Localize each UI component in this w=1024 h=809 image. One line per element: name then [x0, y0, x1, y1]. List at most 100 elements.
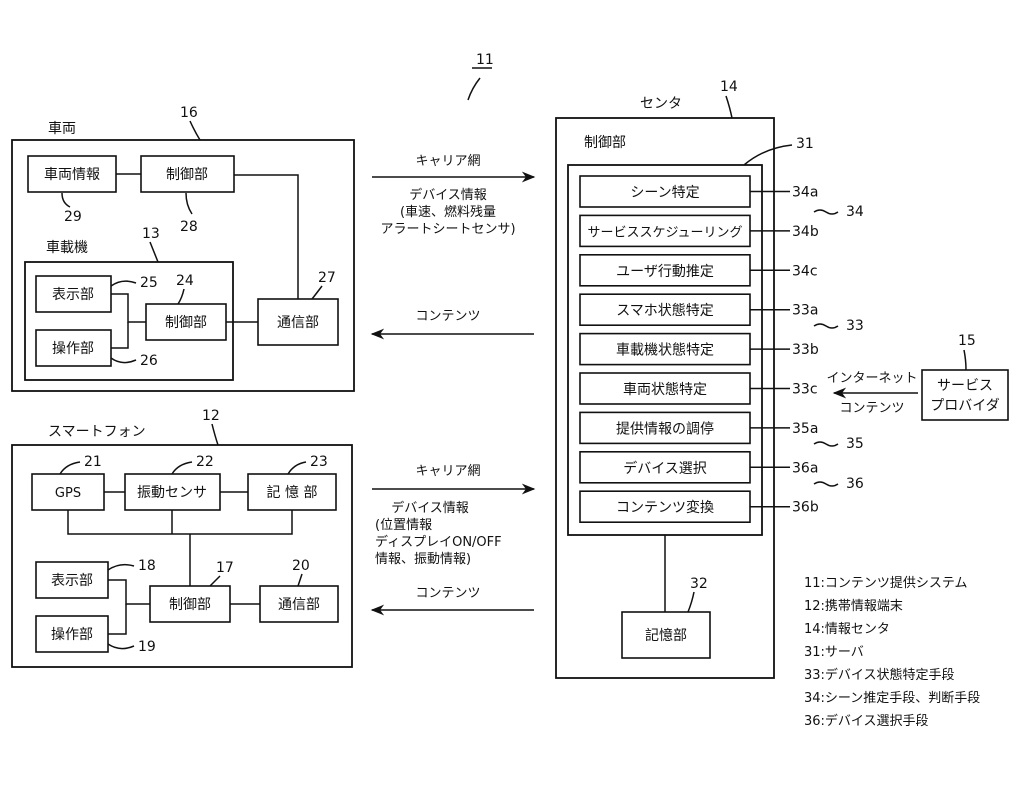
phone-control-box: [149, 585, 231, 623]
module-number: 33c: [792, 382, 818, 398]
module-number: 35a: [792, 421, 818, 437]
legend-item: 11:コンテンツ提供システム: [804, 575, 968, 591]
phone-operation-leader: [107, 643, 135, 650]
center-storage-leader: [687, 591, 695, 613]
module-number: 33b: [792, 342, 819, 358]
content-bottom-label: コンテンツ: [415, 586, 480, 601]
group-leader: [813, 209, 839, 215]
center-number: 14: [720, 79, 738, 95]
phone-operation-label: 操作部: [51, 627, 93, 643]
vehicle-comm-leader: [311, 285, 323, 300]
legend-item: 14:情報センタ: [804, 622, 890, 637]
onboard-number: 13: [142, 226, 160, 242]
links-group: キャリア網 デバイス情報 (車速、燃料残量 アラートシートセンサ) コンテンツ …: [370, 154, 918, 616]
group-number: 34: [846, 204, 864, 220]
phone-storage-leader: [287, 461, 307, 475]
onboard-title: 車載機: [46, 239, 88, 256]
vehicle-number-leader: [189, 120, 201, 141]
vibration-label: 振動センサ: [137, 485, 207, 501]
vehicle-control-to-comm: [234, 174, 299, 299]
carrier-bottom-label: キャリア網: [415, 464, 480, 479]
carrier-top-label: キャリア網: [415, 154, 480, 169]
device-info-top-line1: デバイス情報: [409, 187, 487, 203]
phone-storage-label: 記 憶 部: [267, 484, 318, 501]
gps-number: 21: [84, 454, 102, 470]
content-top-label: コンテンツ: [415, 309, 480, 324]
smartphone-group: スマートフォン 12 GPS 21 振動センサ 22 記 憶 部 23 表示部 …: [11, 408, 353, 668]
internet-label: インターネット: [826, 371, 917, 386]
phone-comm-leader: [297, 573, 303, 587]
center-number-leader: [725, 95, 733, 119]
gps-leader: [59, 461, 81, 475]
center-storage-label: 記憶部: [645, 627, 687, 644]
device-info-bottom-line1: デバイス情報: [391, 500, 469, 516]
device-info-bottom-line2: (位置情報: [375, 518, 432, 533]
module-box: [579, 450, 751, 484]
provider-label-line2: プロバイダ: [930, 398, 999, 414]
vehicle-comm-box: [257, 298, 339, 346]
module-number: 34a: [792, 185, 818, 201]
vehicle-info-number: 29: [64, 209, 82, 225]
provider-group: サービス プロバイダ 15: [921, 333, 1009, 421]
onboard-display-leader: [110, 280, 137, 287]
center-control-number: 31: [796, 136, 814, 152]
phone-comm-label: 通信部: [278, 597, 320, 613]
legend-item: 36:デバイス選択手段: [804, 713, 929, 729]
vehicle-group: 車両 16 車両情報 29 制御部 28 車載機 13 表示部 25 操作部 2…: [11, 105, 355, 392]
center-storage-box: [621, 611, 711, 659]
phone-operation-to-control: [108, 604, 127, 635]
onboard-control-number: 24: [176, 273, 194, 289]
smartphone-number: 12: [202, 408, 220, 424]
legend-item: 31:サーバ: [804, 645, 864, 660]
group-number: 36: [846, 476, 864, 492]
system-number: 11: [476, 52, 494, 68]
onboard-display-to-control: [111, 293, 146, 323]
center-frame: [555, 117, 775, 679]
vehicle-info-label: 車両情報: [44, 166, 100, 183]
phone-control-leader: [209, 575, 221, 587]
phone-display-leader: [107, 563, 135, 571]
vehicle-info-leader: [61, 192, 71, 208]
legend: 11:コンテンツ提供システム 12:携帯情報端末 14:情報センタ 31:サーバ 33:…: [804, 575, 980, 729]
onboard-frame: [24, 261, 234, 381]
legend-item: 34:シーン推定手段、判断手段: [804, 691, 980, 706]
onboard-display-number: 25: [140, 275, 158, 291]
center-storage-number: 32: [690, 576, 708, 592]
smartphone-frame: [11, 444, 353, 668]
legend-item: 33:デバイス状態特定手段: [804, 667, 955, 683]
provider-label-line1: サービス: [937, 378, 993, 394]
module-box: [579, 332, 751, 366]
smartphone-number-leader: [211, 423, 219, 446]
module-label: シーン特定: [630, 185, 699, 201]
phone-comm-box: [259, 585, 339, 623]
vehicle-control-leader: [185, 192, 193, 215]
legend-item: 12:携帯情報端末: [804, 598, 903, 614]
phone-comm-number: 20: [292, 558, 310, 574]
phone-control-number: 17: [216, 560, 234, 576]
internet-content-label: コンテンツ: [839, 401, 904, 416]
module-label: ユーザ行動推定: [616, 264, 714, 280]
provider-number-leader: [963, 349, 967, 371]
onboard-number-leader: [149, 241, 159, 263]
phone-display-to-control: [108, 579, 150, 605]
phone-operation-box: [35, 615, 109, 653]
module-number: 34b: [792, 224, 819, 240]
module-box: [579, 293, 751, 327]
vibration-leader: [171, 461, 193, 475]
onboard-display-box: [35, 275, 112, 313]
sensor-bus: [67, 510, 293, 535]
group-leader: [813, 441, 839, 447]
phone-storage-number: 23: [310, 454, 328, 470]
module-label: デバイス選択: [623, 460, 707, 477]
vehicle-title: 車両: [48, 120, 76, 137]
module-number: 36b: [792, 500, 819, 516]
module-label: 提供情報の調停: [616, 420, 714, 437]
module-box: [579, 411, 751, 445]
onboard-operation-leader: [110, 357, 137, 364]
module-label: 車載機状態特定: [616, 342, 714, 359]
group-number: 33: [846, 318, 864, 334]
onboard-operation-label: 操作部: [52, 341, 94, 357]
vehicle-frame: [11, 139, 355, 392]
vibration-number: 22: [196, 454, 214, 470]
